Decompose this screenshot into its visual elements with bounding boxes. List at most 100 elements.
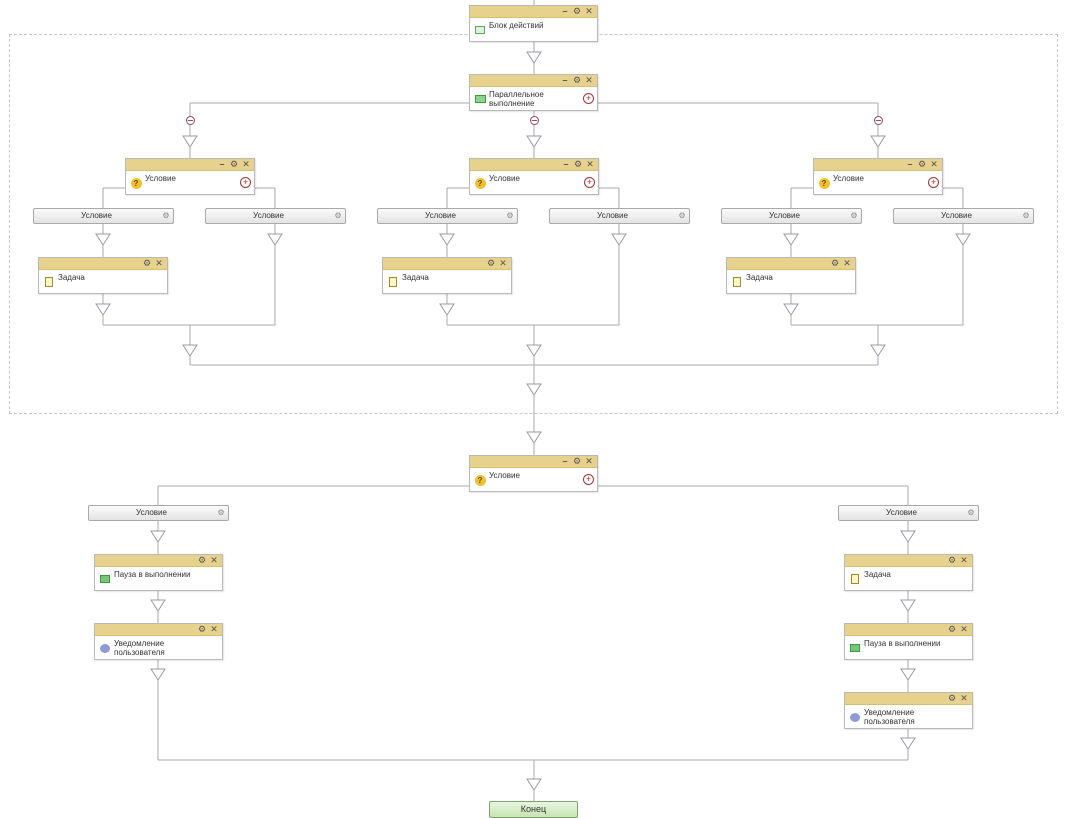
gear-icon[interactable]: ⚙: [850, 211, 858, 220]
gear-icon[interactable]: ⚙: [967, 508, 975, 517]
branch-condition-button[interactable]: Условие⚙: [88, 505, 229, 521]
step-node[interactable]: ⚙✕ Уведомление пользователя: [844, 692, 973, 729]
flow-arrow-icon: [870, 344, 886, 357]
close-icon[interactable]: ✕: [585, 456, 593, 466]
add-branch-icon[interactable]: +: [584, 177, 595, 188]
task-node[interactable]: ⚙✕ Задача: [38, 257, 168, 294]
close-icon[interactable]: ✕: [960, 555, 968, 565]
minimize-icon[interactable]: –: [907, 159, 913, 169]
branch-condition-button[interactable]: Условие ⚙: [33, 208, 174, 224]
close-icon[interactable]: ✕: [960, 693, 968, 703]
condition-node[interactable]: –⚙✕?Условие+: [469, 158, 599, 195]
step-node[interactable]: ⚙✕Пауза в выполнении: [844, 623, 973, 660]
end-button[interactable]: Конец: [489, 801, 578, 818]
condition-node[interactable]: –⚙✕?Условие+: [469, 455, 598, 492]
step-node[interactable]: ⚙✕Пауза в выполнении: [94, 554, 223, 591]
close-icon[interactable]: ✕: [210, 555, 218, 565]
node-body: Задача: [727, 270, 855, 294]
close-icon[interactable]: ✕: [210, 624, 218, 634]
add-branch-icon[interactable]: +: [583, 93, 594, 104]
gear-icon[interactable]: ⚙: [572, 6, 582, 16]
remove-branch-icon[interactable]: [530, 116, 539, 125]
branch-label: Условие: [597, 211, 628, 220]
close-icon[interactable]: ✕: [242, 159, 250, 169]
gear-icon[interactable]: ⚙: [917, 159, 927, 169]
close-icon[interactable]: ✕: [585, 6, 593, 16]
gear-icon[interactable]: ⚙: [506, 211, 514, 220]
node-label: Уведомление пользователя: [864, 708, 915, 726]
minimize-icon[interactable]: –: [562, 6, 568, 16]
close-icon[interactable]: ✕: [155, 258, 163, 268]
node-header: –⚙✕: [470, 456, 597, 468]
node-header: ⚙✕: [845, 555, 972, 567]
branch-condition-button[interactable]: Условие⚙: [893, 208, 1034, 224]
remove-branch-icon[interactable]: [874, 116, 883, 125]
parallel-execution-node[interactable]: –⚙✕Параллельное выполнение+: [469, 74, 598, 111]
gear-icon[interactable]: ⚙: [217, 508, 225, 517]
branch-label: Условие: [425, 211, 456, 220]
close-icon[interactable]: ✕: [585, 75, 593, 85]
gear-icon[interactable]: ⚙: [572, 456, 582, 466]
close-icon[interactable]: ✕: [586, 159, 594, 169]
gear-icon[interactable]: ⚙: [162, 211, 170, 220]
task-node[interactable]: ⚙✕ Задача: [382, 257, 512, 294]
branch-condition-button[interactable]: Условие ⚙: [549, 208, 690, 224]
gear-icon[interactable]: ⚙: [573, 159, 583, 169]
close-icon[interactable]: ✕: [843, 258, 851, 268]
branch-condition-button[interactable]: Условие ⚙: [377, 208, 518, 224]
flow-arrow-icon: [900, 737, 916, 750]
node-label: Блок действий: [489, 21, 544, 30]
gear-icon[interactable]: ⚙: [486, 258, 496, 268]
gear-icon[interactable]: ⚙: [572, 75, 582, 85]
minimize-icon[interactable]: –: [562, 75, 568, 85]
gear-icon[interactable]: ⚙: [947, 624, 957, 634]
node-label: Условие: [489, 471, 520, 480]
node-label: Задача: [58, 273, 85, 282]
gear-icon[interactable]: ⚙: [678, 211, 686, 220]
branch-label: Условие: [81, 211, 112, 220]
step-node[interactable]: ⚙✕Уведомление пользователя: [94, 623, 223, 660]
branch-condition-button[interactable]: Условие⚙: [721, 208, 862, 224]
add-branch-icon[interactable]: +: [583, 474, 594, 485]
gear-icon[interactable]: ⚙: [197, 555, 207, 565]
node-header: –⚙✕: [814, 159, 942, 171]
gear-icon[interactable]: ⚙: [947, 555, 957, 565]
condition-node[interactable]: –⚙✕?Условие+: [125, 158, 255, 195]
flow-arrow-icon: [900, 599, 916, 612]
remove-branch-icon[interactable]: [186, 116, 195, 125]
gear-icon[interactable]: ⚙: [229, 159, 239, 169]
node-header: –⚙✕: [470, 6, 597, 18]
close-icon[interactable]: ✕: [930, 159, 938, 169]
add-branch-icon[interactable]: +: [928, 177, 939, 188]
flow-arrow-icon: [526, 344, 542, 357]
minimize-icon[interactable]: –: [562, 456, 568, 466]
flow-arrow-icon: [526, 51, 542, 64]
gear-icon[interactable]: ⚙: [142, 258, 152, 268]
action-block-node[interactable]: –⚙✕ Блок действий: [469, 5, 598, 42]
branch-condition-button[interactable]: Условие⚙: [205, 208, 346, 224]
node-body: Задача: [383, 270, 511, 294]
close-icon[interactable]: ✕: [499, 258, 507, 268]
add-branch-icon[interactable]: +: [240, 177, 251, 188]
gear-icon[interactable]: ⚙: [947, 693, 957, 703]
branch-condition-button[interactable]: Условие⚙: [838, 505, 979, 521]
minimize-icon[interactable]: –: [219, 159, 225, 169]
condition-node[interactable]: –⚙✕?Условие+: [813, 158, 943, 195]
task-icon: [387, 276, 399, 288]
gear-icon[interactable]: ⚙: [197, 624, 207, 634]
task-icon: [731, 276, 743, 288]
node-header: ⚙✕: [845, 693, 972, 705]
gear-icon[interactable]: ⚙: [830, 258, 840, 268]
flow-arrow-icon: [439, 303, 455, 316]
close-icon[interactable]: ✕: [960, 624, 968, 634]
flow-arrow-icon: [182, 135, 198, 148]
task-node[interactable]: ⚙✕ Задача: [726, 257, 856, 294]
gear-icon[interactable]: ⚙: [1022, 211, 1030, 220]
gear-icon[interactable]: ⚙: [334, 211, 342, 220]
flow-arrow-icon: [439, 233, 455, 246]
minimize-icon[interactable]: –: [563, 159, 569, 169]
flow-arrow-icon: [900, 668, 916, 681]
action-block-icon: [474, 24, 486, 36]
step-node[interactable]: ⚙✕Задача: [844, 554, 973, 591]
